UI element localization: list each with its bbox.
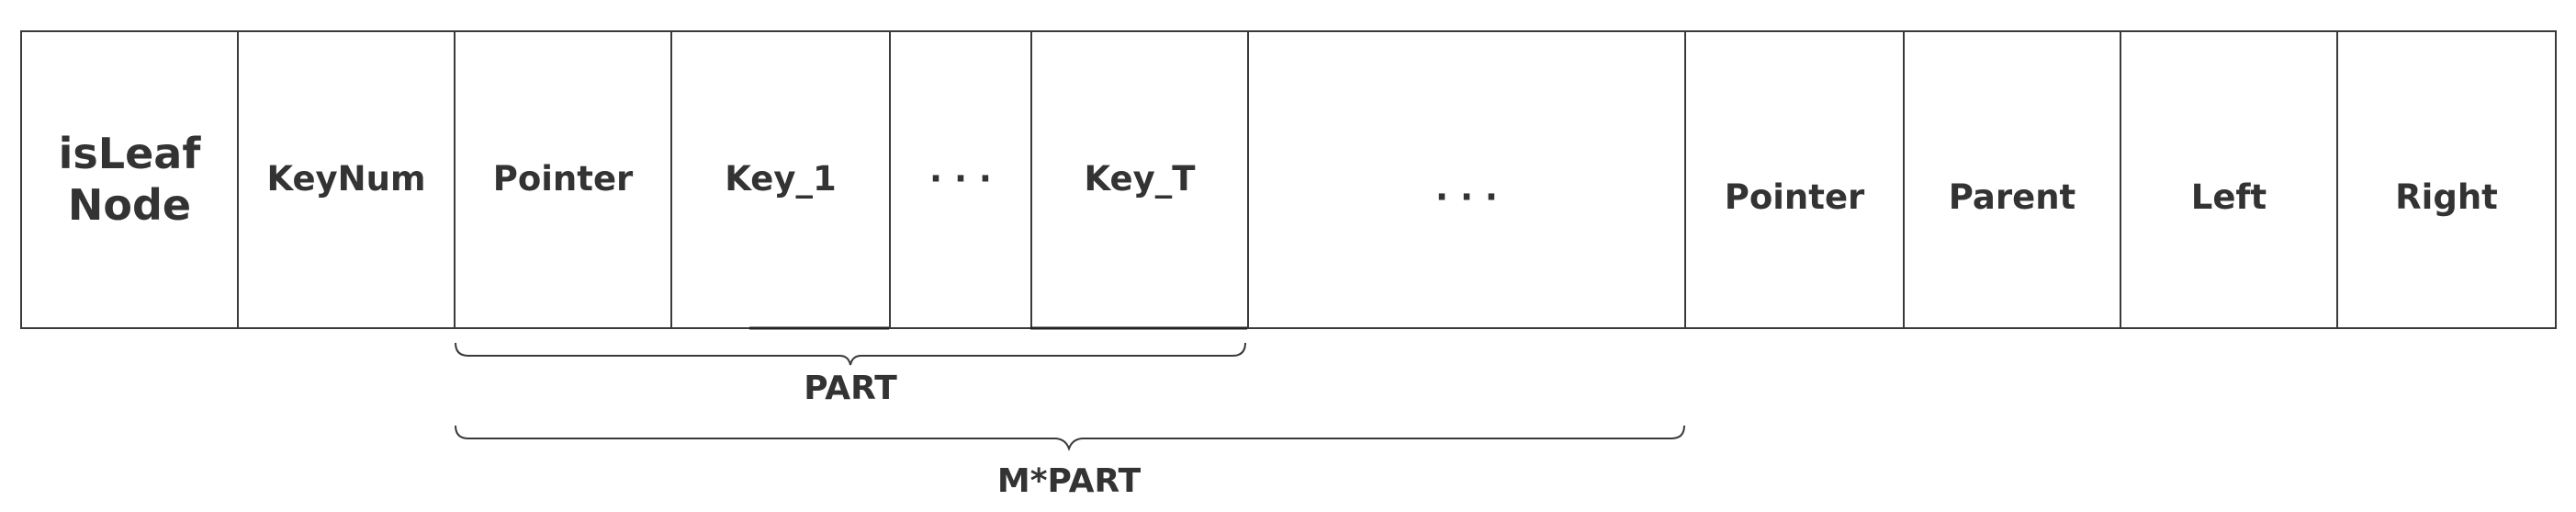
ellipsis-cell: · · ·: [889, 30, 1032, 329]
part-label: PART: [804, 370, 897, 407]
parent-cell: Parent: [1903, 30, 2121, 329]
part-brace: [455, 342, 1246, 366]
left-cell: Left: [2120, 30, 2338, 329]
is-leaf-node-cell: isLeaf Node: [20, 30, 239, 329]
pointer-next-cell: Pointer: [1684, 30, 1905, 329]
pointer-cell: Pointer: [454, 30, 672, 329]
key-t-cell: Key_T: [1030, 30, 1249, 329]
m-part-brace: [455, 425, 1685, 451]
right-cell: Right: [2336, 30, 2557, 329]
m-part-label: M*PART: [996, 462, 1142, 500]
